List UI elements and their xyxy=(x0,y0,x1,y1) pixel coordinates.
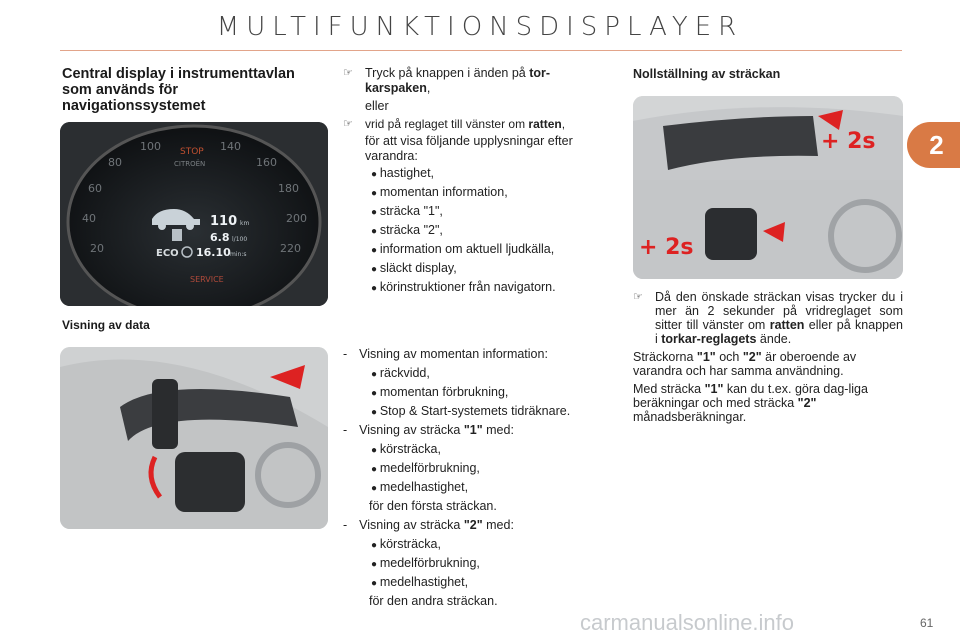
cluster-time-value: 16.10 xyxy=(196,246,231,259)
reset-bold: torkar-reglagets xyxy=(661,332,757,346)
list-item: sträcka "2", xyxy=(371,223,615,239)
reset-text: eller på knappen i xyxy=(655,318,904,346)
list-item: medelhastighet, xyxy=(371,480,615,496)
red-arrow-icon xyxy=(818,110,843,130)
section-title: Visning av momentan information: xyxy=(359,347,548,361)
list-item: medelförbrukning, xyxy=(371,556,615,572)
section-bold: "2" xyxy=(463,518,483,532)
cluster-speed-value: 110 xyxy=(210,214,237,229)
hand-pointer-icon: ☞ xyxy=(633,291,643,303)
svg-text:160: 160 xyxy=(256,156,277,169)
section-title: med: xyxy=(482,423,514,437)
cluster-eco-label: ECO xyxy=(156,248,179,259)
instruction-line: ☞ Tryck på knappen i änden på tor-karspa… xyxy=(343,66,615,96)
cluster-consumption-unit: l/100 xyxy=(232,236,247,243)
list-item: medelförbrukning, xyxy=(371,461,615,477)
section-title: med: xyxy=(482,518,514,532)
cluster-speed-unit: km xyxy=(240,220,249,227)
list-item: information om aktuell ljudkälla, xyxy=(371,242,615,258)
display-details: -Visning av momentan information: räckvi… xyxy=(343,347,615,609)
watermark: carmanualsonline.info xyxy=(580,610,795,635)
hold-badge-top: + 2s xyxy=(821,129,876,154)
svg-text:20: 20 xyxy=(90,242,104,255)
page-title: MULTIFUNKTIONSDISPLAYER xyxy=(216,12,744,42)
svg-text:220: 220 xyxy=(280,242,301,255)
car-icon xyxy=(152,209,200,230)
section-bold: "1" xyxy=(463,423,483,437)
svg-text:100: 100 xyxy=(140,140,161,153)
rotate-arrow-icon xyxy=(148,455,163,499)
section-title: Visning av sträcka xyxy=(359,518,464,532)
timer-icon xyxy=(181,246,193,258)
reset-text: Då den önskade sträckan visas trycker du… xyxy=(655,290,903,332)
reset-controls-image: + 2s + 2s xyxy=(633,96,903,279)
cluster-service-label: SERVICE xyxy=(190,275,224,284)
section-line: -Visning av momentan information: xyxy=(343,347,548,361)
red-arrow-icon xyxy=(763,222,785,242)
svg-text:40: 40 xyxy=(82,212,96,225)
svg-text:80: 80 xyxy=(108,156,122,169)
instruction-text: , xyxy=(426,81,431,95)
section-line: -Visning av sträcka "2" med: xyxy=(343,518,514,532)
list-item: släckt display, xyxy=(371,261,615,277)
header-rule xyxy=(60,50,902,51)
reset-text: ände. xyxy=(756,332,792,346)
section-heading: Central display i instrumenttavlan som a… xyxy=(62,66,295,114)
section-title: Visning av sträcka xyxy=(359,423,464,437)
section-line: -Visning av sträcka "1" med: xyxy=(343,423,514,437)
instruction-bold: tor-karspaken xyxy=(365,66,551,95)
instruction-text: , xyxy=(561,117,566,131)
svg-text:180: 180 xyxy=(278,182,299,195)
list-item: medelhastighet, xyxy=(371,575,615,591)
reset-bold: ratten xyxy=(769,318,805,332)
page-number: 61 xyxy=(920,616,934,630)
instruction-text: vrid på reglaget till vänster om xyxy=(365,117,529,131)
info-list: hastighet, momentan information, sträcka "… xyxy=(343,166,615,296)
usage-paragraph: Med sträcka "1" kan du t.ex. göra dag-li… xyxy=(633,382,868,424)
list-item: körsträcka, xyxy=(371,442,615,458)
svg-text:60: 60 xyxy=(88,182,102,195)
info-list: körsträcka, medelförbrukning, medelhastigh… xyxy=(343,537,615,591)
info-list: körsträcka, medelförbrukning, medelhastigh… xyxy=(343,442,615,496)
svg-text:200: 200 xyxy=(286,212,307,225)
fuel-icon xyxy=(172,229,182,241)
list-item: momentan information, xyxy=(371,185,615,201)
steering-stalk-image xyxy=(60,347,328,529)
section-tail: för den första sträckan. xyxy=(369,499,497,513)
list-item: räckvidd, xyxy=(371,366,615,382)
cluster-time-unit: min:s xyxy=(230,251,246,258)
instruction-bold: ratten xyxy=(528,117,562,131)
svg-text:140: 140 xyxy=(220,140,241,153)
instruction-line: ☞ vrid på reglaget till vänster om ratte… xyxy=(343,117,615,132)
section-tail: för den andra sträckan. xyxy=(369,594,498,608)
or-label: eller xyxy=(365,99,389,113)
instruction-text: för att visa följande upplysningar efter… xyxy=(365,134,573,163)
hold-badge-bottom: + 2s xyxy=(639,235,694,260)
list-item: körsträcka, xyxy=(371,537,615,553)
hand-pointer-icon: ☞ xyxy=(343,67,353,79)
list-item: Stop & Start-systemets tidräknare. xyxy=(371,404,615,420)
instruction-block: ☞ Tryck på knappen i änden på tor-karspa… xyxy=(343,66,615,299)
hand-pointer-icon: ☞ xyxy=(343,118,353,130)
list-item: hastighet, xyxy=(371,166,615,182)
cluster-brand-label: CITROËN xyxy=(174,159,205,168)
list-item: sträcka "1", xyxy=(371,204,615,220)
chapter-tab: 2 xyxy=(907,122,960,168)
info-list: räckvidd, momentan förbrukning, Stop & Sta… xyxy=(343,366,615,420)
chapter-number: 2 xyxy=(929,129,944,160)
instruction-line: ☞ Då den önskade sträckan visas trycker … xyxy=(633,290,903,346)
independence-paragraph: Sträckorna "1" och "2" är oberoende av v… xyxy=(633,350,857,378)
reset-instruction: ☞ Då den önskade sträckan visas trycker … xyxy=(633,290,903,424)
cluster-stop-label: STOP xyxy=(180,147,204,157)
list-item: momentan förbrukning, xyxy=(371,385,615,401)
cluster-consumption-value: 6.8 xyxy=(210,231,230,244)
instruction-text: Tryck på knappen i änden på xyxy=(365,66,530,80)
red-arrow-icon xyxy=(270,365,305,389)
image-caption: Visning av data xyxy=(62,318,150,332)
list-item: körinstruktioner från navigatorn. xyxy=(371,280,615,296)
reset-heading: Nollställning av sträckan xyxy=(633,67,781,81)
